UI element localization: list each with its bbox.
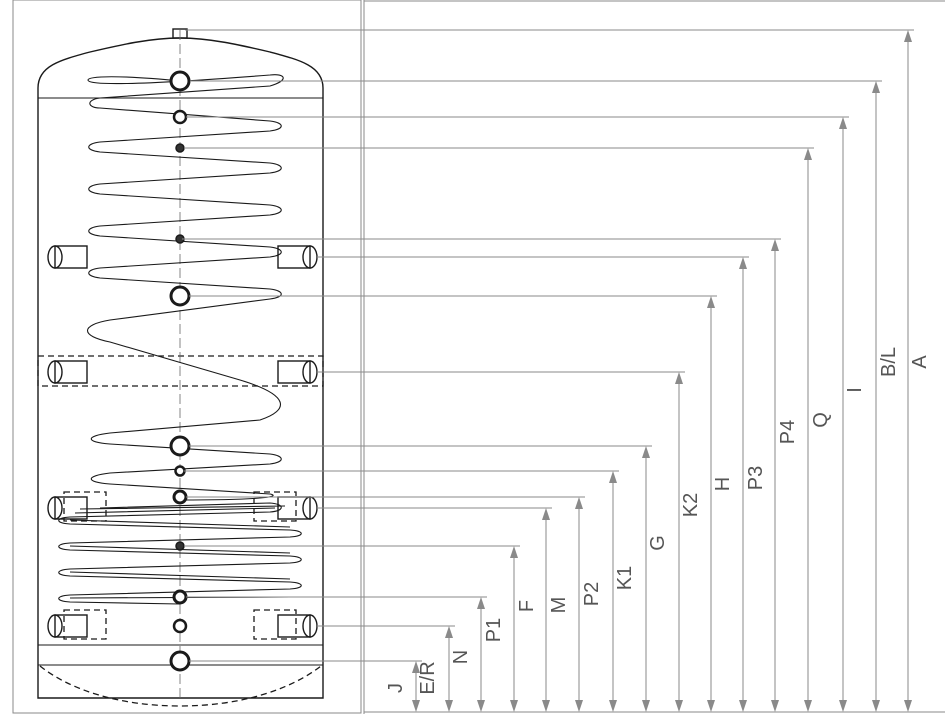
dimension-arrow-bottom [839,700,847,712]
pipe-left-lower-coil [47,491,107,522]
dimension-label: J [385,683,407,693]
dimension-arrow-top [575,497,583,509]
dimension-arrow-top [412,661,420,673]
dimension-arrow-bottom [542,700,550,712]
dimension-label: K1 [614,566,636,590]
dimension-arrow-bottom [642,700,650,712]
dimension-arrow-bottom [477,700,485,712]
dimension-arrow-bottom [804,700,812,712]
sensor-point [175,143,185,153]
pipe-right-bottom [253,609,318,640]
connection-ring [174,465,186,477]
dimension-arrow-top [510,546,518,558]
dimension-label: P4 [777,420,799,444]
dimension-arrow-top [477,597,485,609]
dimension-q: Q [184,147,832,712]
dimension-arrow-bottom [739,700,747,712]
dimension-label: P1 [483,618,505,642]
dimension-label: P3 [745,466,767,490]
pipe-right-upper [277,245,318,269]
dimension-arrow-bottom [872,700,880,712]
dimension-arrow-bottom [675,700,683,712]
dimension-arrow-bottom [575,700,583,712]
dimension-m: M [317,507,570,712]
dimension-label: B/L [878,347,900,377]
dimension-arrow-bottom [412,700,420,712]
dimension-label: N [450,650,472,664]
pipe-left-bottom [47,609,107,640]
dimension-label: A [909,355,931,369]
tank-body [37,28,324,707]
middle-flange-band [37,355,324,387]
dimension-arrow-top [675,372,683,384]
dimension-label: H [712,477,734,491]
dimension-arrow-bottom [771,700,779,712]
dimension-arrow-top [609,471,617,483]
dimension-arrow-bottom [707,700,715,712]
dimension-label: E/R [417,661,439,694]
dimension-p3: P3 [317,256,767,712]
pipe-left-middle [47,360,88,384]
dimension-label: F [516,600,538,612]
upper-coil [87,74,284,501]
pipe-right-middle [277,360,318,384]
dimension-p4: P4 [182,238,799,712]
dimension-arrow-top [904,30,912,42]
dimension-k2: K2 [317,371,702,712]
dimension-arrow-top [707,296,715,308]
dimension-arrow-top [804,148,812,160]
dimension-arrow-bottom [445,700,453,712]
sensor-point [175,541,185,551]
dimension-b-l: B/L [190,80,900,712]
front-connections [169,70,191,672]
bottom-dome-dashed [39,665,322,707]
dimension-arrow-top [739,257,747,269]
connection-ring [172,109,188,125]
dimension-h: H [189,295,734,712]
connection-ring [169,285,191,307]
dimension-g: G [189,445,669,712]
connection-ring [172,618,188,634]
dimension-arrow-top [542,508,550,520]
dimension-label: G [647,535,669,551]
dimension-p1: P1 [186,596,505,712]
dimension-arrow-bottom [609,700,617,712]
dimension-arrow-top [771,239,779,251]
dimension-e-r: E/R [189,660,439,712]
dimension-i: I [186,116,866,712]
dimension-arrow-top [872,81,880,93]
lower-coil [58,502,302,605]
connection-ring [169,650,191,672]
dimension-label: M [548,597,570,614]
side-pipes [47,245,318,640]
dimension-label: Q [810,412,832,428]
connection-ring [169,435,191,457]
connection-ring [172,589,188,605]
dimension-label: P2 [581,582,603,606]
dimension-arrow-top [445,626,453,638]
dimension-n: N [317,625,472,712]
dimension-k1: K1 [184,470,636,712]
dimension-f: F [184,545,538,712]
dimension-j: J [385,683,407,693]
tank-view-frame [12,0,362,714]
dimension-p2: P2 [186,496,603,712]
dimension-arrow-bottom [904,700,912,712]
dimension-arrow-bottom [510,700,518,712]
connection-ring [169,70,191,92]
dimension-arrow-top [839,117,847,129]
pipe-left-upper [47,245,88,269]
dimension-arrow-top [642,446,650,458]
dimension-label: K2 [680,493,702,517]
connection-ring [172,489,188,505]
dimension-a: A [185,29,931,712]
dimension-label: I [844,387,866,393]
